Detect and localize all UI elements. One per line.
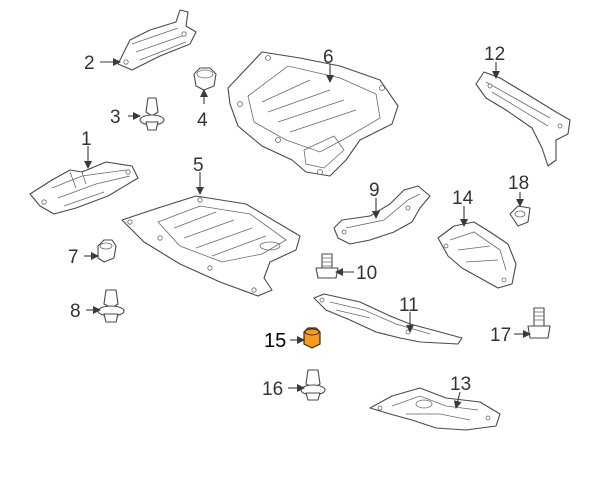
- part-10-bolt[interactable]: [315, 253, 339, 279]
- callout-18: 18: [508, 173, 529, 194]
- part-4-grommet[interactable]: [193, 67, 217, 91]
- callout-2: 2: [84, 53, 95, 74]
- part-18-clip[interactable]: [509, 205, 531, 227]
- part-1-shield[interactable]: [29, 161, 139, 215]
- part-13-bracket[interactable]: [369, 387, 501, 431]
- part-15-grommet-highlighted[interactable]: [303, 327, 321, 349]
- callout-16: 16: [262, 379, 283, 400]
- callout-13: 13: [450, 374, 471, 395]
- part-17-bolt[interactable]: [527, 307, 551, 339]
- part-9-bracket[interactable]: [333, 185, 431, 245]
- callout-1: 1: [81, 129, 92, 150]
- part-8-clip[interactable]: [97, 289, 125, 323]
- part-16-clip[interactable]: [300, 369, 326, 401]
- callout-14: 14: [452, 188, 474, 209]
- callout-3: 3: [110, 107, 121, 128]
- callout-8: 8: [70, 301, 81, 322]
- part-5-underpanel[interactable]: [121, 195, 301, 297]
- part-11-rail-shield[interactable]: [313, 293, 463, 345]
- callout-6: 6: [323, 47, 334, 68]
- callout-4: 4: [197, 110, 208, 131]
- callout-12: 12: [484, 44, 505, 65]
- part-12-bracket[interactable]: [475, 71, 571, 167]
- callout-9: 9: [369, 180, 380, 201]
- leader-lines: [84, 58, 531, 409]
- callout-15: 15: [264, 330, 286, 352]
- callout-10: 10: [356, 263, 377, 284]
- part-14-side-shield[interactable]: [437, 221, 517, 289]
- part-7-grommet[interactable]: [97, 239, 117, 263]
- part-6-underbody-panel[interactable]: [227, 51, 399, 177]
- callout-labels: 2 3 4 6 12 1 5 9 14 18 7 10 8 11 15 17 1…: [68, 44, 529, 400]
- callout-11: 11: [399, 295, 419, 316]
- callout-7: 7: [68, 247, 79, 268]
- callout-17: 17: [490, 325, 511, 346]
- part-3-clip[interactable]: [139, 97, 165, 131]
- part-2-shield[interactable]: [117, 9, 197, 71]
- callout-5: 5: [193, 155, 204, 176]
